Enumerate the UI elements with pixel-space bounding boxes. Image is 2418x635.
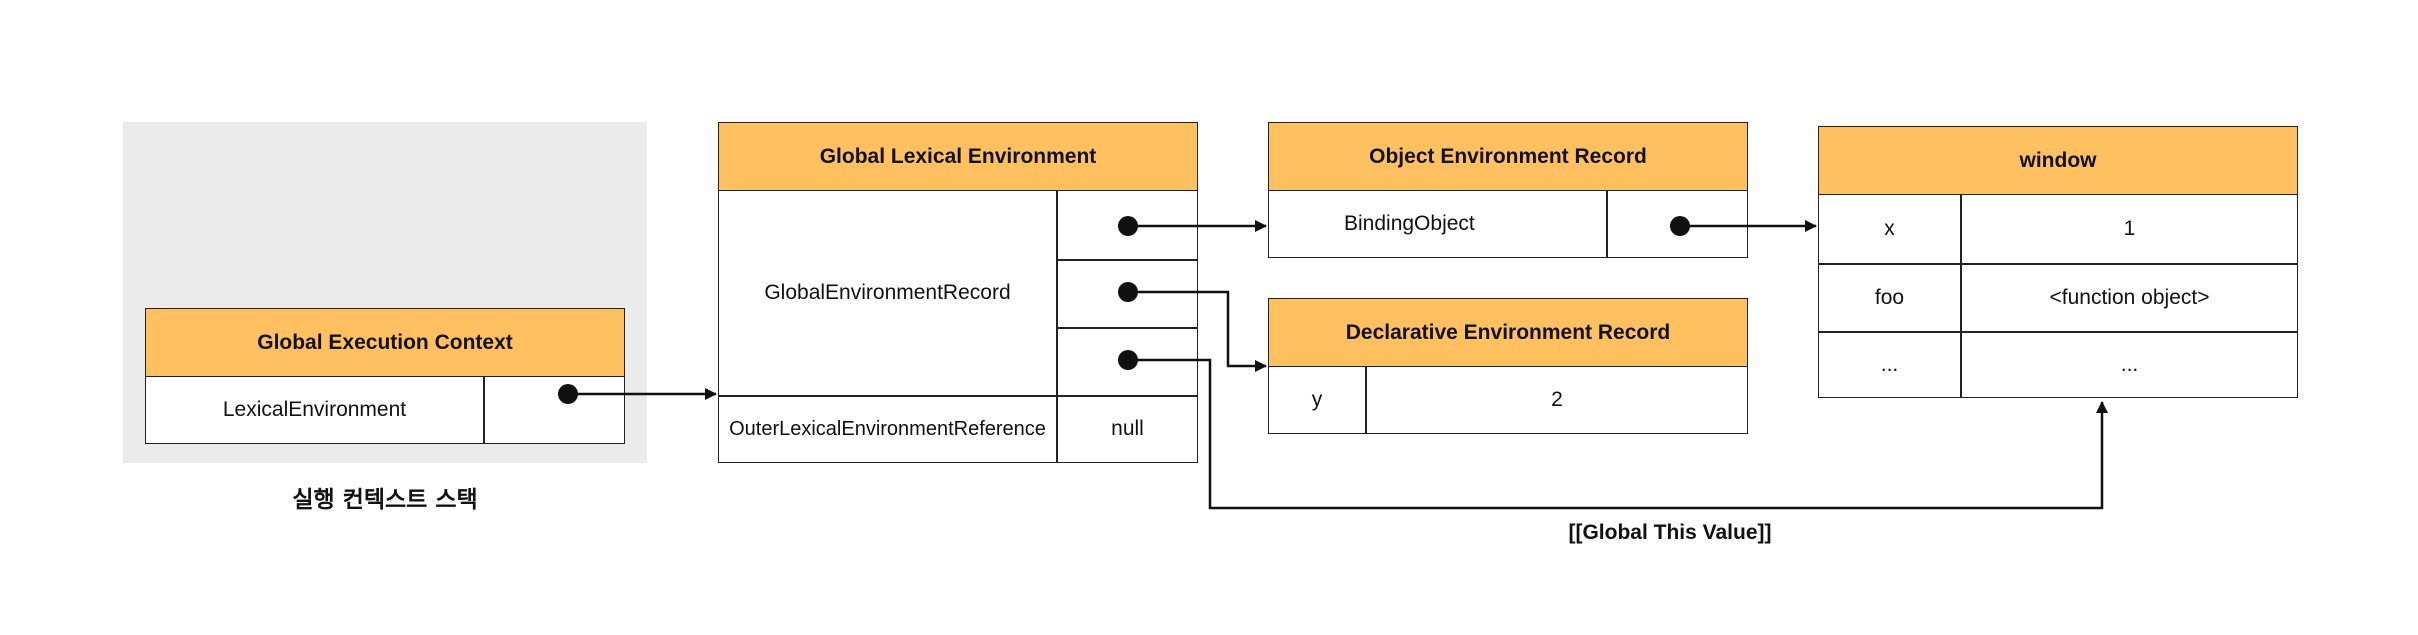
- declarative-binding-key-text: y: [1311, 388, 1323, 411]
- global-execution-context-title: Global Execution Context: [257, 330, 513, 354]
- window-property-key: x: [1819, 195, 1960, 263]
- declarative-environment-record-title: Declarative Environment Record: [1345, 320, 1671, 344]
- pointer-dot: [1118, 216, 1138, 236]
- outer-reference-value: null: [1057, 396, 1198, 462]
- outer-reference-value-text: null: [1111, 417, 1144, 440]
- lexical-environment-label: LexicalEnvironment: [222, 398, 407, 421]
- object-environment-record-header: Object Environment Record: [1269, 123, 1747, 191]
- pointer-dot: [1118, 282, 1138, 302]
- declarative-binding-value: 2: [1366, 367, 1748, 433]
- cell-divider: [1606, 191, 1608, 257]
- binding-object-field: BindingObject: [1269, 191, 1606, 257]
- window-property-key: ...: [1819, 332, 1960, 398]
- row-divider: [1056, 327, 1198, 329]
- global-this-arrow: [1128, 358, 2108, 510]
- declarative-environment-record-header: Declarative Environment Record: [1269, 299, 1747, 367]
- binding-object-label: BindingObject: [1344, 212, 1475, 235]
- declarative-binding-value-text: 2: [1551, 388, 1563, 411]
- outer-lexical-environment-reference-label: OuterLexicalEnvironmentReference: [729, 417, 1046, 440]
- execution-context-stack-caption: 실행 컨텍스트 스택: [292, 487, 478, 513]
- window-object-header: window: [1819, 127, 2297, 195]
- global-this-value-label: [[Global This Value]]: [1568, 521, 1772, 544]
- global-lexical-environment: Global Lexical Environment GlobalEnviron…: [718, 122, 1198, 463]
- window-property-value-text: ...: [2120, 353, 2139, 376]
- object-environment-record-title: Object Environment Record: [1369, 144, 1647, 168]
- global-lexical-environment-title: Global Lexical Environment: [819, 144, 1097, 168]
- pointer-dot: [1670, 216, 1690, 236]
- pointer-dot: [558, 384, 578, 404]
- window-object-title: window: [2019, 148, 2097, 172]
- global-environment-record-field: GlobalEnvironmentRecord: [719, 191, 1056, 395]
- window-property-key-text: x: [1884, 217, 1895, 240]
- cell-divider: [483, 377, 485, 443]
- row-divider: [1819, 263, 2298, 265]
- global-execution-context-header: Global Execution Context: [146, 309, 624, 377]
- declarative-record-arrow: [1128, 290, 1267, 372]
- outer-lexical-environment-reference-field: OuterLexicalEnvironmentReference: [719, 396, 1056, 462]
- global-environment-record-label: GlobalEnvironmentRecord: [764, 281, 1011, 304]
- window-object: window x 1 foo <function object> ... ...: [1818, 126, 2298, 398]
- window-property-key-text: foo: [1874, 285, 1905, 309]
- row-divider: [1056, 259, 1198, 261]
- cell-divider: [1365, 367, 1367, 433]
- cell-divider: [1960, 195, 1962, 398]
- window-property-value-text: 1: [2123, 217, 2136, 240]
- window-property-value-text: <function object>: [2049, 285, 2210, 309]
- window-property-value: 1: [1961, 195, 2298, 263]
- window-property-value: ...: [1961, 332, 2298, 398]
- declarative-binding-key: y: [1269, 367, 1365, 433]
- global-execution-context: Global Execution Context LexicalEnvironm…: [145, 308, 625, 444]
- window-property-key: foo: [1819, 264, 1960, 331]
- declarative-environment-record: Declarative Environment Record y 2: [1268, 298, 1748, 434]
- window-property-key-text: ...: [1880, 353, 1899, 376]
- global-lexical-environment-header: Global Lexical Environment: [719, 123, 1197, 191]
- row-divider: [719, 395, 1198, 397]
- row-divider: [1819, 331, 2298, 333]
- lexical-environment-field: LexicalEnvironment: [146, 377, 483, 443]
- pointer-dot: [1118, 350, 1138, 370]
- object-environment-record: Object Environment Record BindingObject: [1268, 122, 1748, 258]
- window-property-value: <function object>: [1961, 264, 2298, 331]
